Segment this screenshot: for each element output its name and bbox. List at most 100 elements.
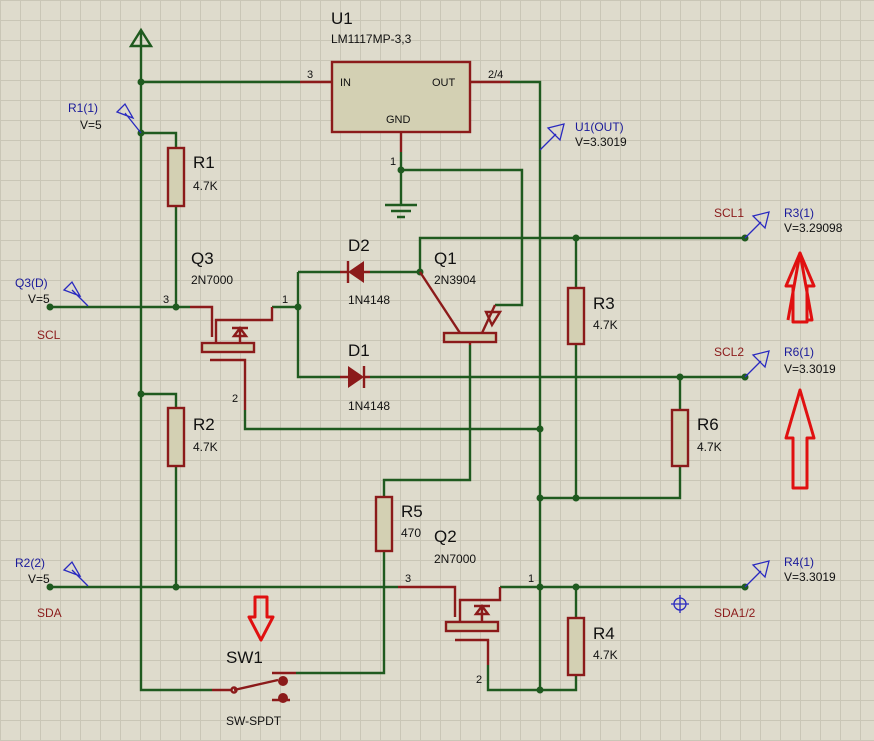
q2-pin-source: 2 [476, 674, 482, 686]
r4-ref: R4 [593, 624, 615, 643]
r3-body [566, 286, 586, 346]
r2-body [166, 406, 186, 468]
sw1-part: SW-SPDT [226, 714, 282, 728]
r4-body [566, 616, 586, 677]
probe-u1-out[interactable]: U1(OUT) V=3.3019 [539, 120, 627, 151]
r1-resistor[interactable]: R1 4.7K [166, 146, 218, 208]
sw1-switch[interactable]: SW1 SW-SPDT [212, 648, 296, 728]
wire-q1-base-scl1 [418, 236, 745, 272]
probe-arrow-icon [744, 560, 770, 588]
q2-mosfet[interactable]: Q2 2N7000 3 1 2 [398, 527, 534, 686]
probe-r3-1[interactable]: R3(1) V=3.29098 [744, 206, 843, 239]
probe-value: V=3.3019 [784, 362, 836, 376]
probe-name: U1(OUT) [575, 120, 624, 134]
r5-resistor[interactable]: R5 470 [374, 495, 423, 553]
wire-u1-out [510, 80, 542, 690]
r4-value: 4.7K [593, 648, 618, 662]
r3-resistor[interactable]: R3 4.7K [566, 286, 618, 346]
q3-channel [200, 341, 256, 354]
wire-5v-rail [139, 48, 212, 692]
junction-dot [294, 303, 302, 311]
probe-arrow-icon [539, 123, 565, 151]
r6-body [670, 408, 690, 468]
q3-ref: Q3 [191, 249, 214, 268]
q3-pin-drain: 1 [282, 294, 288, 306]
r2-value: 4.7K [193, 440, 218, 454]
wire-r5-sw1 [296, 551, 386, 675]
junction-dot [137, 390, 145, 398]
net-label-scl1: SCL1 [714, 206, 744, 220]
u1-pin-in-num: 3 [307, 69, 313, 81]
d2-ref: D2 [348, 236, 370, 255]
probe-name: R2(2) [15, 556, 45, 570]
junction-dot [397, 166, 405, 174]
net-label-scl: SCL [37, 328, 61, 342]
junction-dot [536, 494, 544, 502]
probe-r6-1[interactable]: R6(1) V=3.3019 [744, 345, 836, 378]
probe-arrow-icon [62, 560, 89, 587]
probe-r1-1[interactable]: R1(1) V=5 [68, 101, 142, 134]
d2-part: 1N4148 [348, 293, 390, 307]
q2-lead-body [473, 604, 491, 622]
probe-q3-d[interactable]: Q3(D) V=5 [15, 276, 89, 307]
q3-mosfet[interactable]: Q3 2N7000 3 1 2 [163, 249, 288, 410]
q2-pin-gate: 3 [405, 573, 411, 585]
q1-collector [418, 271, 462, 334]
wire-r1-top [141, 131, 178, 148]
wire-diode-node [296, 272, 340, 379]
q2-ref: Q2 [434, 527, 457, 546]
probe-arrow-icon [744, 350, 770, 378]
r4-resistor[interactable]: R4 4.7K [566, 616, 618, 677]
q1-transistor[interactable]: Q1 2N3904 [418, 249, 503, 345]
d2-diode[interactable]: D2 1N4148 [340, 236, 390, 307]
probe-value: V=5 [28, 292, 50, 306]
q1-base-bar [442, 331, 498, 344]
u1-pin-gnd-num: 1 [390, 156, 396, 168]
d1-part: 1N4148 [348, 399, 390, 413]
u1-pin-out-label: OUT [432, 77, 456, 89]
net-label-sda: SDA [37, 606, 62, 620]
wires [50, 48, 745, 692]
probe-value: V=3.3019 [575, 135, 627, 149]
arrow-down-icon [247, 595, 275, 642]
probe-value: V=3.3019 [784, 570, 836, 584]
r2-resistor[interactable]: R2 4.7K [166, 406, 218, 468]
probe-name: R6(1) [784, 345, 814, 359]
q3-lead-drain [214, 307, 274, 343]
probe-r2-2[interactable]: R2(2) V=5 [15, 556, 89, 587]
probe-arrow-icon [744, 211, 770, 239]
r6-ref: R6 [697, 415, 719, 434]
q2-part: 2N7000 [434, 552, 476, 566]
wire-q1-emitter [382, 345, 472, 497]
q1-ref: Q1 [434, 249, 457, 268]
probe-value: V=5 [28, 572, 50, 586]
crosshair-icon [671, 595, 689, 613]
junction-dot [536, 686, 544, 694]
junction-dot [572, 494, 580, 502]
sw1-blade [233, 678, 279, 692]
wire-gnd-to-q1 [401, 168, 524, 307]
junction-dot [536, 583, 544, 591]
probe-value: V=5 [80, 118, 102, 132]
u1-pin-in-label: IN [340, 77, 351, 89]
u1-regulator[interactable]: U1 LM1117MP-3,3 IN OUT GND 3 2/4 1 [300, 9, 510, 168]
junction-dot [46, 583, 54, 591]
d1-diode[interactable]: D1 1N4148 [340, 341, 390, 413]
junction-dot [172, 583, 180, 591]
u1-pin-gnd-label: GND [386, 114, 411, 126]
r6-resistor[interactable]: R6 4.7K [670, 408, 722, 468]
sw1-contact-a [278, 676, 288, 686]
probe-name: R3(1) [784, 206, 814, 220]
power-terminal-icon [128, 27, 154, 48]
probe-r4-1[interactable]: R4(1) V=3.3019 [744, 555, 836, 588]
q3-lead-source [210, 358, 247, 410]
junction-dot [137, 78, 145, 86]
probe-arrow-icon [62, 280, 89, 307]
q2-lead-source [455, 638, 490, 665]
d1-ref: D1 [348, 341, 370, 360]
net-label-sda12: SDA1/2 [714, 606, 756, 620]
u1-part: LM1117MP-3,3 [331, 32, 412, 46]
q1-emitter-arrow [484, 310, 503, 328]
probe-name: R1(1) [68, 101, 98, 115]
